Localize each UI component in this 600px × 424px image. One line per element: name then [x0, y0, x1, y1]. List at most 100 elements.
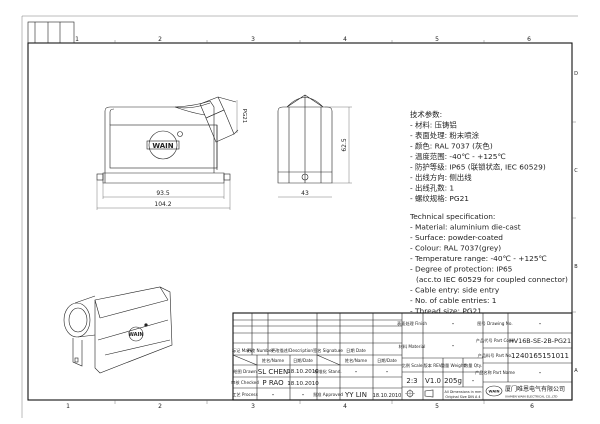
drawing-no-value: -: [539, 320, 542, 328]
weight-label: 重量 Weight: [441, 362, 466, 369]
company-logo: WAIN: [485, 385, 503, 397]
column-number: 2: [158, 36, 162, 43]
spec-line: - Degree of protection: IP65: [410, 265, 513, 274]
spec-chinese: 技术参数: - 材料: 压铸铝 - 表面处理: 粉末喷涂 - 颜色: RAL 7…: [410, 110, 546, 203]
drawn-date: 18.10.2010: [287, 369, 319, 375]
spec-line: - Colour: RAL 7037(grey): [410, 244, 501, 253]
column-number: 5: [435, 403, 439, 410]
spec-line: - 出线方向: 侧出线: [410, 173, 472, 182]
dims-note: Original Size DIN A 4: [445, 395, 480, 399]
dim-43: 43: [278, 190, 332, 198]
row-letter: B: [574, 264, 578, 270]
name-header: 姓名/Name: [345, 357, 368, 364]
spec-line: - Thread size: PG21: [410, 307, 482, 316]
column-number: 1: [66, 403, 70, 410]
rev-value: V1.0: [425, 377, 441, 385]
column-number: 4: [343, 36, 347, 43]
name-header: 姓名/Name: [262, 357, 285, 364]
checked-label: 审核 Checked: [231, 379, 259, 386]
spec-line: - Material: aluminium die-cast: [410, 223, 521, 232]
finish-label: 表面处理 Finish: [397, 320, 427, 327]
column-number: 4: [343, 403, 347, 410]
spec-heading: 技术参数:: [410, 110, 442, 119]
spec-line: - 温度范围: -40℃ - +125℃: [410, 152, 506, 161]
description-header: 更改描述/Description: [271, 347, 313, 354]
dims-note: All Dimensions in mm: [445, 390, 483, 394]
weight-value: 205g: [444, 377, 462, 385]
column-number: 3: [251, 403, 255, 410]
spec-line: - 表面处理: 粉末喷涂: [410, 131, 480, 140]
company-logo-text: WAIN: [489, 390, 500, 394]
qty-value: -: [472, 377, 475, 385]
qty-label: 数量 Qty.: [464, 362, 482, 369]
dim-pg21: PG21: [236, 100, 247, 133]
column-number: 6: [530, 403, 534, 410]
material-value: -: [452, 342, 455, 350]
dim-104-2: 104.2: [96, 180, 231, 210]
spec-line: - Temperature range: -40℃ - +125℃: [410, 254, 547, 263]
scale-label: 比例 Scale: [402, 362, 423, 369]
cable-gland-pg21: [199, 96, 239, 143]
spec-line: - 防护等级: IP65 (联锁状态, IEC 60529): [410, 163, 546, 172]
row-letter: D: [574, 71, 578, 77]
part-no-label: 产品料号 Part No.: [478, 352, 513, 359]
isometric-view: WAIN: [63, 286, 173, 374]
part-code-label: 产品代号 Part Code: [476, 337, 515, 344]
process-name: -: [272, 391, 275, 399]
spec-line: - 材料: 压铸铝: [410, 121, 457, 130]
row-letter: A: [574, 368, 578, 374]
dim-label: 93.5: [156, 190, 170, 197]
approved-name: YY LIN: [344, 391, 367, 399]
row-letters: D C B A: [574, 71, 578, 374]
column-number: 5: [435, 36, 439, 43]
part-no-value: 1240165151011: [511, 352, 569, 360]
process-date: -: [302, 391, 305, 399]
spec-line: - 螺纹规格: PG21: [410, 194, 469, 203]
side-view: 43 62.5: [277, 94, 352, 198]
stand-date: -: [386, 368, 389, 376]
part-name-value: -: [539, 369, 542, 377]
part-name-label: 产品名称 Part Name: [475, 369, 515, 376]
approved-label: 批准 Approved: [313, 391, 343, 398]
checked-date: 18.10.2010: [287, 381, 319, 387]
column-numbers-top: 1 2 3 4 5 6: [75, 36, 531, 43]
company-name-cn: 厦门唯恩电气有限公司: [505, 385, 565, 393]
spec-line: - Cable entry: side entry: [410, 286, 500, 295]
signature-header: 签名 Signature: [313, 347, 343, 354]
spec-line: - 出线孔数: 1: [410, 184, 454, 193]
date-header: 日期/Date: [293, 358, 313, 364]
dim-label: 104.2: [154, 201, 171, 208]
spec-line: - Surface: powder-coated: [410, 233, 503, 242]
part-code-value: HV16B-SE-2B-PG21: [509, 337, 571, 345]
drawing-no-label: 图号 Drawing No.: [477, 321, 512, 327]
dim-label: 43: [301, 190, 309, 197]
front-view: PG21 WAIN 93.5 104.2: [96, 96, 247, 210]
material-label: 材料 Material: [399, 343, 426, 350]
number-header: 更改 Number: [247, 347, 274, 354]
date-header: 日期 Date: [346, 348, 366, 354]
spec-english: Technical specification: - Material: alu…: [409, 212, 568, 316]
date-header: 日期/Date: [377, 358, 397, 364]
row-letter: C: [574, 168, 578, 174]
scale-value: 2:3: [406, 377, 417, 385]
approved-date: 18.10.2010: [373, 393, 402, 399]
company-name-en: XIAMEN WAIN ELECTRICAL CO.,LTD: [505, 395, 558, 399]
dim-thread-label: PG21: [241, 109, 247, 124]
column-number: 2: [158, 403, 162, 410]
checked-name: P RAO: [262, 379, 284, 387]
dim-93-5: 93.5: [102, 183, 225, 199]
spec-heading: Technical specification:: [409, 212, 495, 221]
column-number: 1: [75, 36, 79, 43]
stand-label: 标准化 Stand.: [314, 368, 341, 375]
iso-logo-text: WAIN: [128, 332, 143, 338]
drawn-label: 绘图 Drawn: [233, 368, 257, 375]
spec-line: - No. of cable entries: 1: [410, 296, 497, 305]
drawn-name: SL CHEN: [258, 368, 288, 376]
logo-text: WAIN: [152, 142, 173, 150]
column-number: 6: [527, 36, 531, 43]
title-block: 标记 Mark 更改 Number 更改描述/Description 签名 Si…: [231, 312, 573, 401]
finish-value: -: [452, 320, 455, 328]
column-numbers-bottom: 1 2 3 4 5 6: [66, 403, 534, 410]
spec-line: - 颜色: RAL 7037 (灰色): [410, 142, 493, 151]
